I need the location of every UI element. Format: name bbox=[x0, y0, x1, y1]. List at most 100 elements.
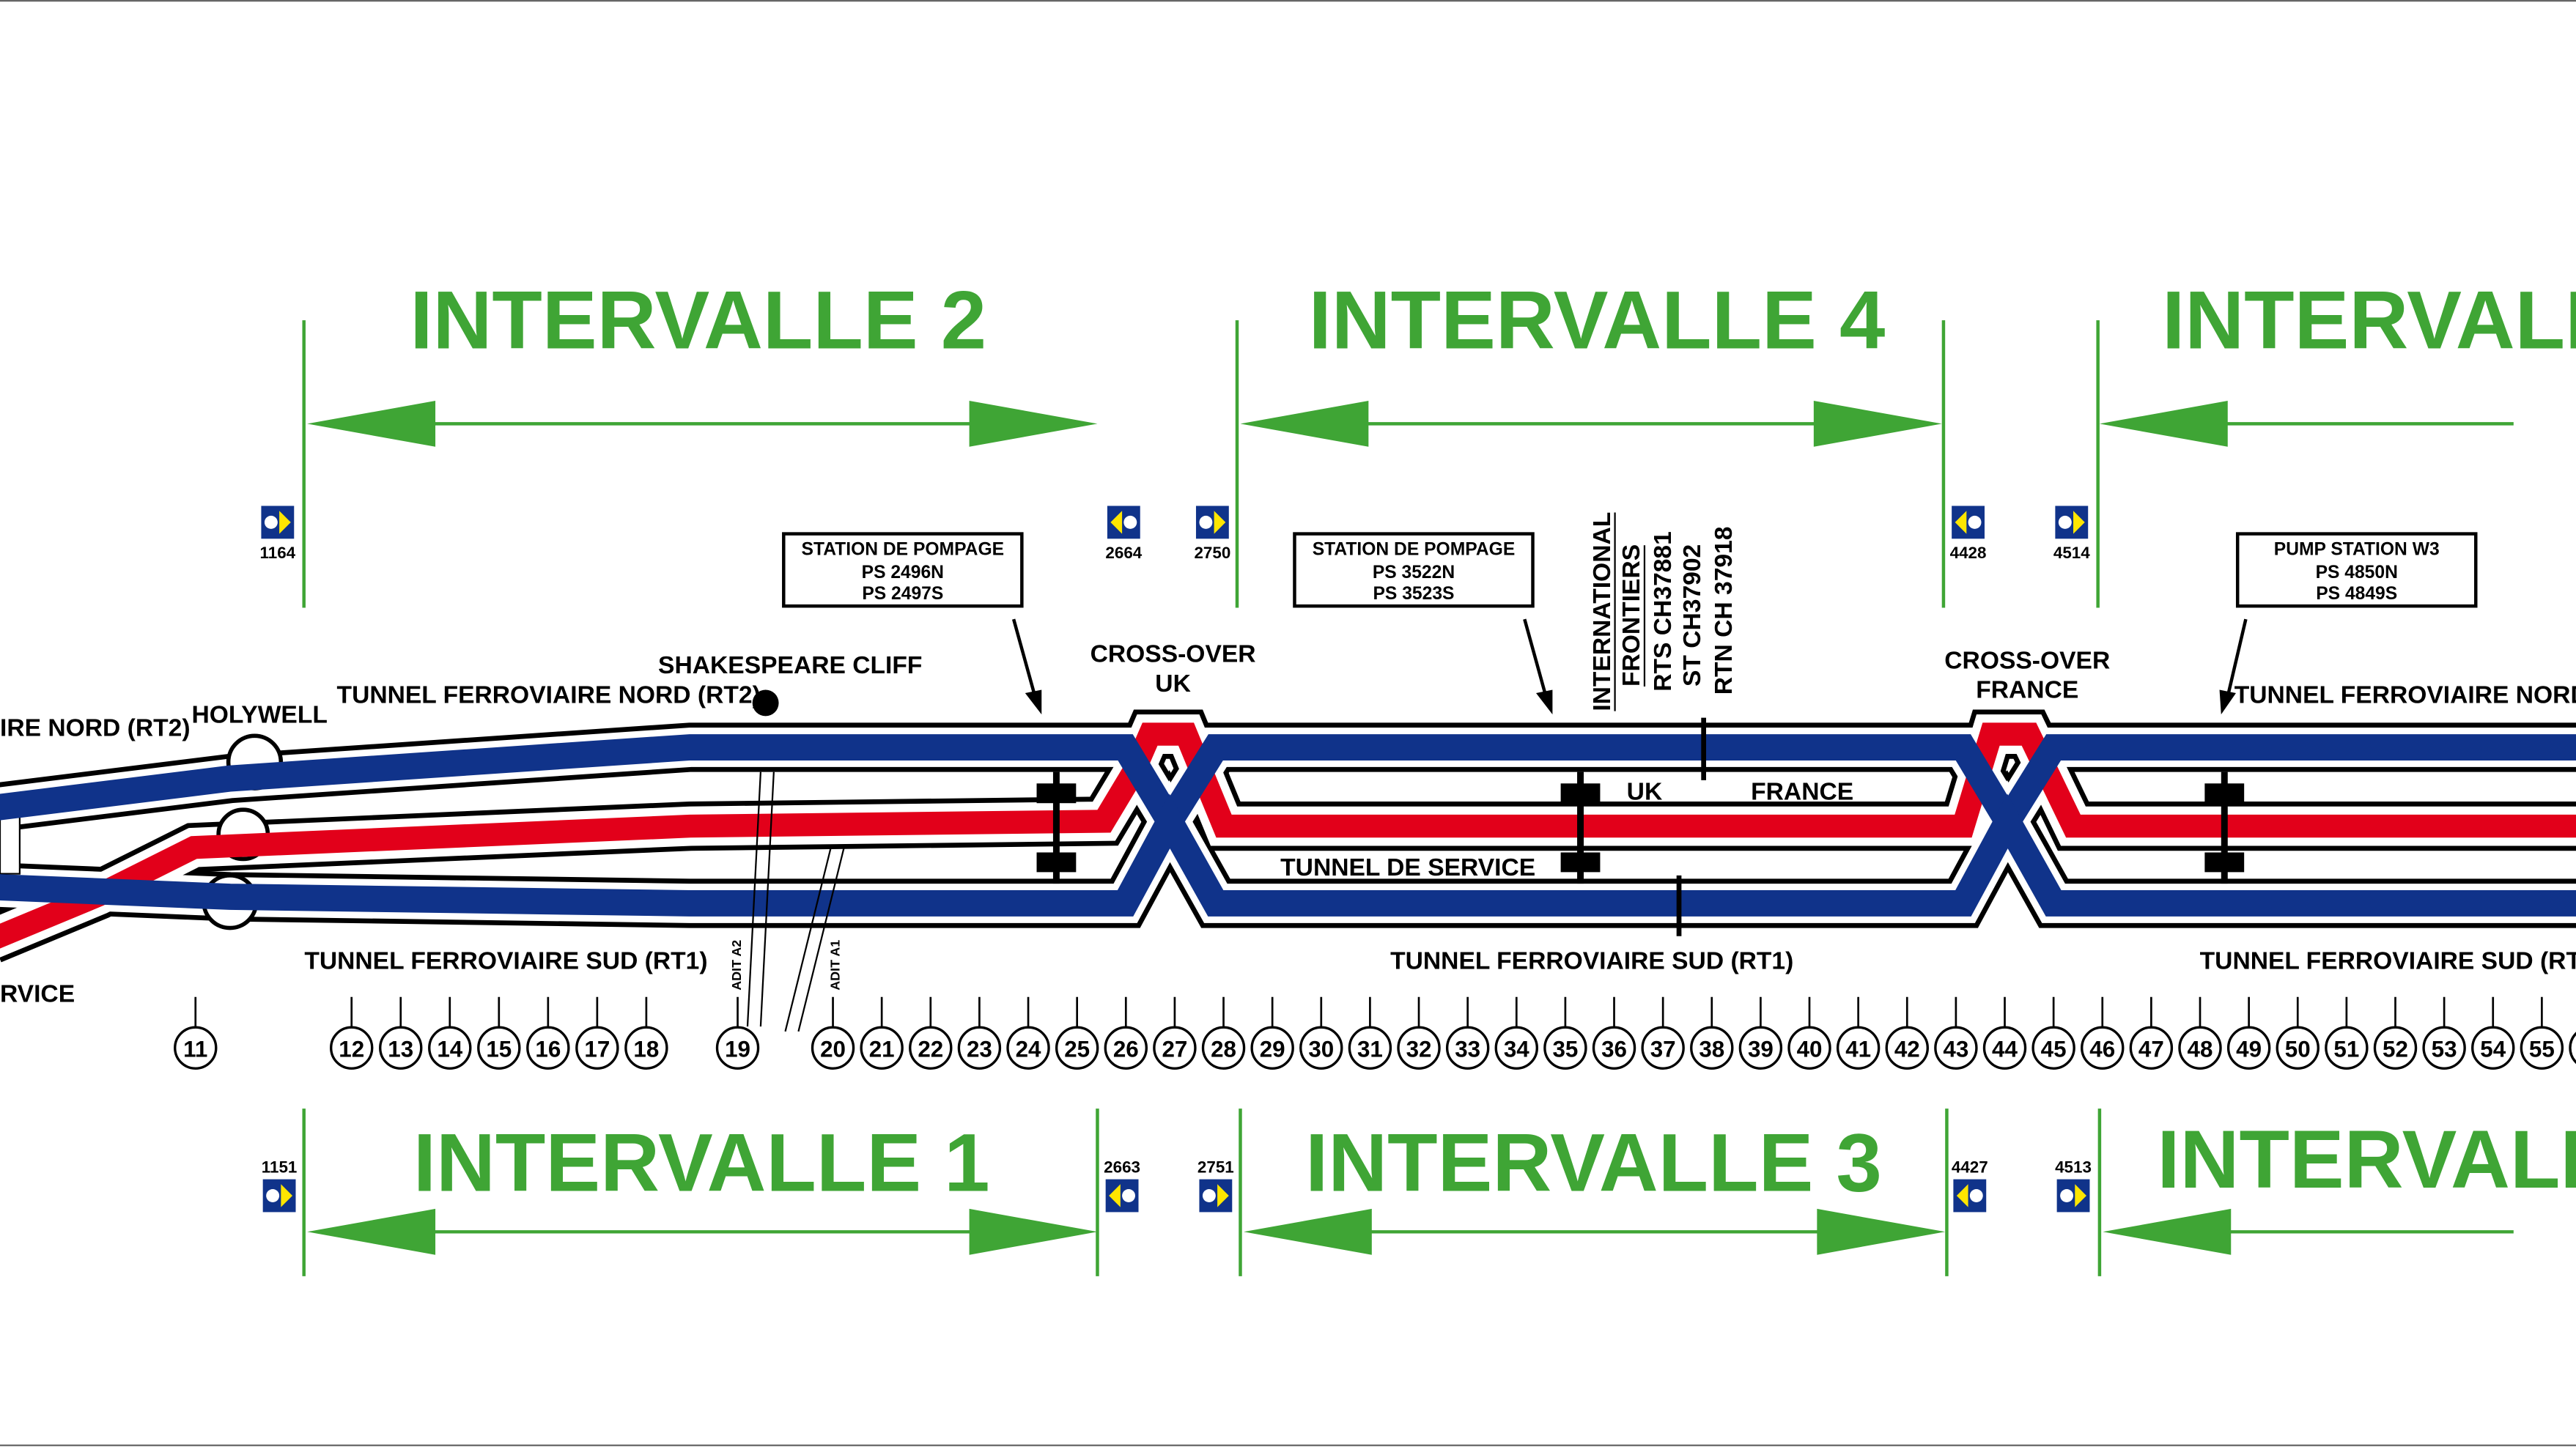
signal-label: 4428 bbox=[1950, 544, 1987, 562]
cross-passage-circle bbox=[2422, 1026, 2466, 1070]
cross-passage-number: 52 bbox=[2383, 1037, 2408, 1062]
cross-passage-marker: 35 bbox=[1543, 996, 1587, 1070]
cross-passage-circle bbox=[1885, 1026, 1929, 1070]
interval-5-label: INTERVALL bbox=[2157, 1114, 2576, 1205]
cross-passage-number: 23 bbox=[967, 1037, 992, 1062]
interval-arrow bbox=[307, 401, 1098, 447]
cross-passage-number: 22 bbox=[918, 1037, 943, 1062]
signal-label: 4427 bbox=[1952, 1158, 1988, 1177]
signal-marker: 1151 bbox=[262, 1158, 298, 1213]
cross-passage-marker: 16 bbox=[526, 996, 570, 1070]
cross-passage-circle bbox=[2471, 1026, 2515, 1070]
signal-label: 1164 bbox=[260, 544, 296, 562]
service-tunnel-label: TUNNEL DE SERVICE bbox=[1280, 854, 1535, 881]
cross-passage-number: 30 bbox=[1308, 1037, 1334, 1062]
tunnel-tubes bbox=[0, 722, 2576, 949]
pump-box-3-north: PS 4850N bbox=[2316, 563, 2398, 582]
cross-passage-circle bbox=[1543, 1026, 1587, 1070]
cross-passage-marker: 52 bbox=[2373, 996, 2418, 1070]
arrowhead-right-icon bbox=[969, 401, 1098, 447]
cross-passage-number: 29 bbox=[1260, 1037, 1285, 1062]
cross-passage-number: 15 bbox=[486, 1037, 512, 1062]
cross-passage-circle bbox=[715, 1026, 760, 1070]
cross-passage-number: 13 bbox=[388, 1037, 413, 1062]
cross-passage-number: 43 bbox=[1943, 1037, 1968, 1062]
cross-passage-number: 12 bbox=[339, 1037, 364, 1062]
uk-label: UK bbox=[1627, 779, 1663, 806]
cross-passage-marker: 31 bbox=[1348, 996, 1392, 1070]
cross-passage-marker: 43 bbox=[1934, 996, 1978, 1070]
signal-label: 4514 bbox=[2053, 544, 2090, 562]
cross-passage-marker: 54 bbox=[2471, 996, 2515, 1070]
cross-passage-circle bbox=[2178, 1026, 2222, 1070]
cross-passage-marker: 49 bbox=[2226, 996, 2271, 1070]
interval-2-label: INTERVALLE 2 bbox=[410, 274, 986, 366]
cross-passage-circle bbox=[2031, 1026, 2075, 1070]
cross-passage-number: 46 bbox=[2089, 1037, 2115, 1062]
cross-passage-marker: 45 bbox=[2031, 996, 2075, 1070]
cross-passage-number: 49 bbox=[2236, 1037, 2262, 1062]
signal-marker: 4427 bbox=[1952, 1158, 1988, 1213]
pump-box-2-south: PS 3523S bbox=[1373, 584, 1455, 604]
signal-marker: 2663 bbox=[1104, 1158, 1140, 1213]
cross-passage-circle bbox=[624, 1026, 668, 1070]
arrowhead-right-icon bbox=[969, 1208, 1098, 1255]
signal-marker: 2751 bbox=[1197, 1158, 1234, 1213]
interval-arrow bbox=[2099, 401, 2514, 447]
cross-passage-circle bbox=[1494, 1026, 1538, 1070]
cross-passage-circle bbox=[1787, 1026, 1831, 1070]
pump-box-2-north: PS 3522N bbox=[1373, 563, 1455, 582]
signal-label: 4513 bbox=[2055, 1158, 2092, 1177]
rt1-label-c: TUNNEL FERROVIAIRE SUD (RT bbox=[2200, 948, 2576, 975]
cross-passage-number: 40 bbox=[1797, 1037, 1823, 1062]
cross-passage-marker: 55 bbox=[2520, 996, 2564, 1070]
cross-passage-circle bbox=[1641, 1026, 1685, 1070]
cross-passage-circle bbox=[1397, 1026, 1441, 1070]
cross-passage-marker: 19 bbox=[715, 996, 760, 1070]
rt2-right-label: TUNNEL FERROVIAIRE NORD bbox=[2234, 681, 2576, 708]
cross-passage-circle bbox=[428, 1026, 472, 1070]
cross-passage-number: 17 bbox=[584, 1037, 610, 1062]
frontier-line-3: RTS CH37881 bbox=[1650, 531, 1677, 692]
france-label: FRANCE bbox=[1751, 779, 1853, 806]
interval-3-label: INTERVALLE 3 bbox=[1305, 1117, 1882, 1208]
adit-shafts bbox=[746, 771, 846, 1032]
cross-passage-circle bbox=[2569, 1032, 2576, 1065]
pump-box-3: PUMP STATION W3 PS 4850N PS 4849S bbox=[2235, 532, 2478, 608]
cross-passage-number: 25 bbox=[1064, 1037, 1090, 1062]
cross-passage-circle bbox=[2226, 1026, 2271, 1070]
crossover-france-label: CROSS-OVER bbox=[1944, 647, 2110, 674]
cross-passage-circle bbox=[1006, 1026, 1050, 1070]
cross-passage-number: 51 bbox=[2333, 1037, 2359, 1062]
cross-passage-circle bbox=[526, 1026, 570, 1070]
cross-passage-circle bbox=[811, 1026, 855, 1070]
interval-markers bbox=[302, 320, 2102, 1276]
cross-passage-number: 37 bbox=[1650, 1037, 1676, 1062]
cross-passage-circle bbox=[1348, 1026, 1392, 1070]
pointer-arrows bbox=[1011, 618, 2248, 715]
cross-passage-number: 34 bbox=[1504, 1037, 1529, 1062]
cross-passage-circle bbox=[1592, 1026, 1636, 1070]
signal-label: 2663 bbox=[1104, 1158, 1140, 1177]
interval-4-label: INTERVALLE 4 bbox=[1309, 274, 1886, 366]
frontier-marks bbox=[1676, 717, 1707, 936]
arrowhead-left-icon bbox=[307, 401, 436, 447]
arrowhead-left-icon bbox=[307, 1208, 436, 1255]
cross-passage-marker: 33 bbox=[1445, 996, 1490, 1070]
rt1-label-b: TUNNEL FERROVIAIRE SUD (RT1) bbox=[1390, 948, 1793, 975]
cross-passage-circle bbox=[1934, 1026, 1978, 1070]
interval-arrow bbox=[2103, 1208, 2514, 1255]
cross-passage-marker: 37 bbox=[1641, 996, 1685, 1070]
cross-passage-circle bbox=[1250, 1026, 1294, 1070]
cross-passage-marker: 44 bbox=[1982, 996, 2027, 1070]
pump-symbols bbox=[1036, 771, 2245, 884]
interval-arrow bbox=[307, 1208, 1098, 1255]
pump-box-3-title: PUMP STATION W3 bbox=[2274, 540, 2440, 560]
cross-passage-number: 16 bbox=[535, 1037, 561, 1062]
cross-passage-marker: 50 bbox=[2276, 996, 2319, 1070]
signal-marker: 2664 bbox=[1105, 506, 1143, 562]
signal-label: 1151 bbox=[262, 1158, 298, 1177]
cross-passage-marker: 27 bbox=[1153, 996, 1197, 1070]
frontier-line-2: FRONTIERS bbox=[1618, 544, 1645, 687]
interval-6-label: INTERVALLE bbox=[2162, 274, 2576, 366]
